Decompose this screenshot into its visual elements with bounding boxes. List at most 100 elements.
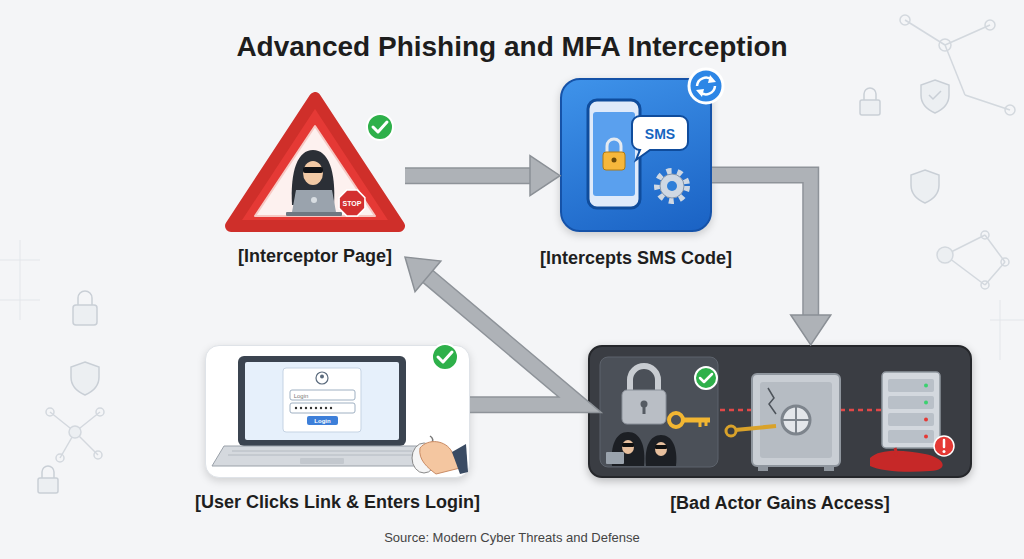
- flow-arrow: [428, 276, 580, 404]
- laptop-illustration: [212, 446, 432, 466]
- arrow-shaft: [405, 169, 530, 183]
- node-label: [Bad Actor Gains Access]: [670, 492, 890, 514]
- check-badge: [367, 114, 393, 140]
- safe-icon: [782, 406, 810, 434]
- breach-illustration: [655, 445, 667, 449]
- node-label: [Interceptor Page]: [238, 245, 392, 267]
- hacker-illustration: [303, 161, 323, 185]
- shield-icon: [911, 170, 939, 203]
- button-text: Login: [314, 418, 330, 424]
- arrow-outline: [712, 175, 811, 315]
- node-label: [User Clicks Link & Enters Login]: [195, 491, 480, 513]
- password-dots: [295, 407, 297, 409]
- refresh-icon: [700, 86, 715, 94]
- dashed-breach-line: [840, 409, 882, 412]
- lock-icon: [42, 466, 54, 478]
- breach-illustration: [622, 390, 666, 424]
- stop-sign: [339, 190, 365, 216]
- laptop-illustration: [320, 375, 324, 379]
- refresh-icon: [689, 69, 723, 103]
- password-dots: [330, 407, 332, 409]
- field-text: Login: [294, 393, 309, 399]
- network-icon: [1001, 258, 1009, 266]
- server-rack: [943, 450, 946, 453]
- laptop-illustration: [290, 403, 355, 413]
- breach-illustration: [705, 420, 708, 426]
- warning-triangle: [Interceptor Page]: [225, 92, 405, 270]
- network-icon: [96, 408, 104, 416]
- phone-illustration: [603, 152, 625, 170]
- refresh-icon: [697, 78, 712, 86]
- server-rack: [934, 436, 954, 456]
- stop-text: STOP: [343, 200, 362, 207]
- safe-icon: [824, 466, 834, 471]
- laptop-illustration: [307, 416, 338, 425]
- server-rack: [882, 372, 940, 448]
- check-badge: [367, 114, 393, 140]
- hacker-illustration: [303, 167, 323, 173]
- breach-illustration: [699, 420, 702, 427]
- server-rack: [870, 372, 954, 472]
- network-icon: [56, 454, 64, 462]
- mouse-hand: [412, 443, 436, 473]
- phone-panel: [Intercepts SMS Code]: [560, 78, 712, 232]
- server-rack: [888, 379, 934, 392]
- network-icon: [905, 20, 945, 45]
- server-rack: [924, 384, 928, 388]
- breach-illustration: [641, 401, 648, 408]
- grid-lines: [1000, 300, 1001, 360]
- laptop-illustration: [300, 458, 344, 464]
- node-label: [Intercepts SMS Code]: [540, 247, 732, 269]
- network-icon: [46, 408, 54, 416]
- keyboard-keys: [228, 451, 416, 455]
- safe-icon: [726, 374, 840, 471]
- network-icon: [1005, 105, 1015, 115]
- breach-illustration: [622, 440, 634, 454]
- check-badge: [700, 374, 712, 382]
- server-rack: [888, 396, 934, 409]
- shield-icon: [71, 362, 99, 395]
- grid-lines: [20, 240, 21, 320]
- safe-icon: [760, 382, 832, 458]
- shield-icon: [921, 80, 949, 113]
- password-dots: [295, 407, 332, 409]
- mouse-hand: [452, 444, 468, 474]
- sms-text: SMS: [645, 127, 675, 141]
- arrow-shaft: [712, 175, 811, 315]
- grid-lines: [0, 240, 1024, 360]
- server-rack: [943, 440, 946, 447]
- breach-panel: [Bad Actor Gains Access]: [588, 345, 972, 478]
- arrow-shaft: [428, 276, 580, 404]
- password-dots: [300, 407, 302, 409]
- check-badge: [695, 367, 717, 389]
- breach-illustration: [612, 432, 645, 466]
- check-badge: [438, 352, 452, 362]
- phone-illustration: [588, 100, 640, 208]
- diagram-title: Advanced Phishing and MFA Interception: [0, 30, 1024, 64]
- gear-icon: [657, 171, 687, 201]
- triangle-outline: [225, 92, 405, 232]
- server-rack: [924, 435, 928, 439]
- server-rack: [888, 413, 934, 426]
- network-icon: [937, 247, 953, 263]
- check-badge: [432, 344, 458, 370]
- lock-icon: [78, 291, 92, 305]
- mouse-hand: [420, 436, 433, 452]
- phone-illustration: [588, 100, 640, 208]
- check-badge: [695, 367, 717, 389]
- refresh-icon: [689, 69, 723, 103]
- network-icon: [46, 408, 104, 462]
- breach-illustration: [646, 435, 677, 466]
- server-rack: [888, 430, 934, 443]
- breach-illustration: [622, 443, 634, 447]
- server-rack: [895, 448, 896, 456]
- password-dots: [315, 407, 317, 409]
- safe-icon: [758, 466, 768, 471]
- hacker-illustration: [292, 190, 336, 212]
- triangle-inner: [255, 126, 375, 216]
- laptop-illustration: [212, 356, 432, 466]
